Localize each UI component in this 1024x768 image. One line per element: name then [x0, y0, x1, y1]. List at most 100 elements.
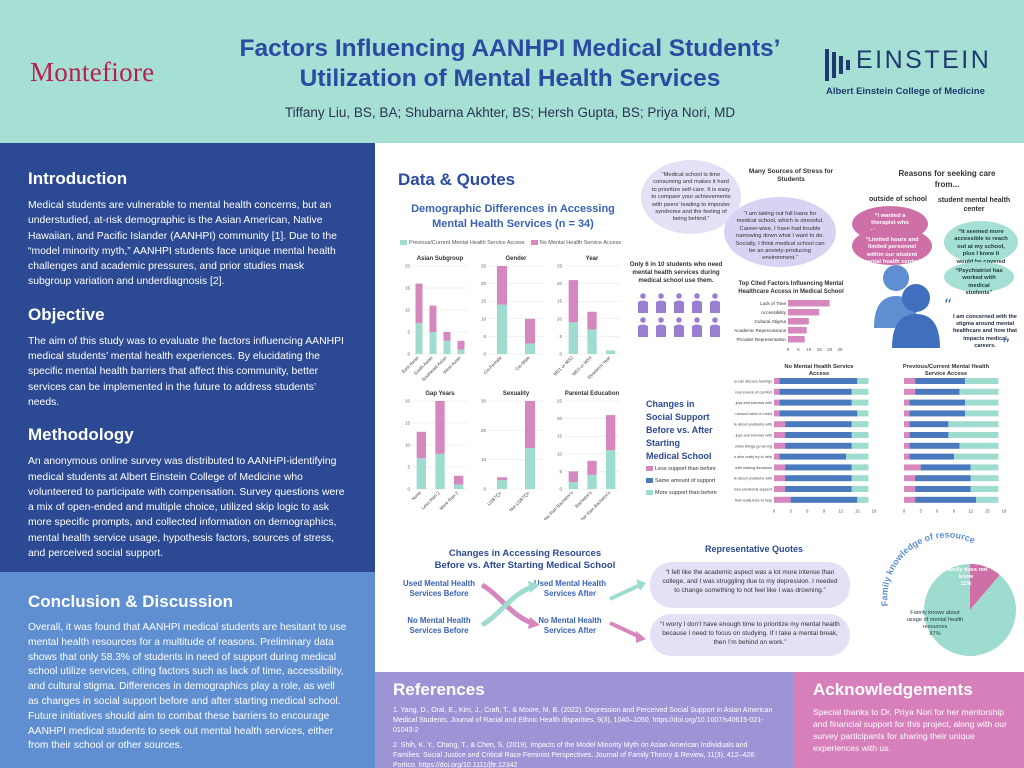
social-support-title: Changes in Social Support Before vs. Aft… — [646, 398, 732, 463]
support-bar-segment — [779, 399, 852, 406]
person-head-icon — [694, 317, 700, 323]
support-bar-segment — [904, 378, 916, 384]
close-quote-icon: ” — [1002, 336, 1010, 348]
flow-no-before: No Mental Health Services Before — [407, 616, 471, 635]
person-body-icon — [638, 324, 648, 337]
mini-chart-title: Sexuality — [503, 391, 530, 397]
pie-slice — [924, 564, 1016, 656]
x-category-label: More than 2 — [439, 490, 460, 511]
support-bar-segment — [785, 432, 852, 438]
svg-text:“: “ — [944, 298, 952, 308]
person-body-icon — [674, 300, 684, 313]
bar-access — [525, 447, 535, 489]
support-category-label: Special person around when in need — [734, 412, 772, 416]
arrow-to-rep-quote-2 — [609, 621, 646, 643]
legend-swatch-same — [646, 478, 653, 484]
support-bar-segment — [851, 486, 869, 492]
reasons-heading: Reasons for seeking care from... — [898, 169, 996, 189]
support-bar-segment — [774, 464, 786, 471]
acknowledgements-panel: Acknowledgements Special thanks to Dr. P… — [793, 672, 1024, 768]
quote-time-text: “Medical school is time consuming and ma… — [651, 172, 731, 223]
support-category-label: Friends to count on when things go wrong — [734, 444, 772, 448]
support-bar-segment — [970, 464, 999, 471]
support-bar-segment — [857, 410, 869, 417]
support-x-tick: 9 — [953, 509, 956, 514]
stacked-prev-title: Previous/Current Mental Health Service A… — [902, 364, 990, 377]
support-category-label: Family to talk about problems with — [734, 477, 772, 481]
bar-no-access — [568, 471, 578, 482]
factor-label: Academic Repercussions — [734, 328, 787, 333]
y-tick-label: 30 — [481, 399, 487, 404]
people-pictogram — [638, 293, 720, 337]
quote-limited-hours: “Limited hours and limited personnel wit… — [852, 227, 932, 265]
legend-less-label: Less support than before — [655, 466, 716, 472]
support-bar-segment — [774, 442, 786, 449]
support-x-tick: 18 — [872, 509, 877, 514]
person-head-icon — [676, 293, 682, 299]
support-bar-segment — [785, 486, 852, 492]
y-tick-label: 10 — [405, 308, 411, 313]
support-bar-segment — [954, 453, 999, 460]
support-bar-segment — [774, 378, 780, 384]
support-x-tick: 0 — [773, 509, 776, 514]
y-tick-label: 5 — [407, 330, 410, 335]
conclusion-heading: Conclusion & Discussion — [28, 592, 233, 611]
y-tick-label: 15 — [405, 286, 411, 291]
flow-title-line2: Before vs. After Starting Medical School — [434, 560, 616, 571]
support-x-tick: 9 — [823, 509, 826, 514]
x-category-label: Cis-Male — [514, 355, 531, 372]
bar-access — [443, 340, 451, 354]
social-title-line3: Before vs. After — [646, 425, 713, 435]
support-bar-segment — [904, 432, 910, 438]
person-body-icon — [656, 300, 666, 313]
support-bar-segment — [851, 442, 869, 449]
support-bar-segment — [774, 432, 786, 438]
donut-no-pct: 11% — [960, 581, 972, 587]
conclusion-panel: Conclusion & Discussion Overall, it was … — [0, 572, 375, 768]
y-tick-label: 15 — [481, 299, 487, 304]
rep-quote-1: “I felt like the academic aspect was a l… — [650, 562, 850, 608]
social-title-line1: Changes in — [646, 399, 695, 409]
support-bar-segment — [970, 486, 999, 492]
demographic-legend: Previous/Current Mental Health Service A… — [400, 240, 621, 246]
flow-no-after: No Mental Health Services After — [538, 616, 602, 635]
person-head-icon — [640, 293, 646, 299]
factor-x-tick: 5 — [797, 347, 800, 352]
quote-psychiatrist-text: “Psychiatrist has worked with medical st… — [955, 268, 1003, 297]
quote-time-consuming: “Medical school is time consuming and ma… — [641, 160, 741, 234]
bar-no-access — [568, 280, 578, 323]
support-x-tick: 12 — [968, 509, 973, 514]
acknowledgements-heading: Acknowledgements — [813, 680, 973, 699]
demographic-chart-title: Demographic Differences in Accessing Men… — [411, 203, 615, 230]
legend-same-label: Same amount of support — [655, 478, 716, 484]
y-tick-label: 0 — [483, 352, 486, 357]
factor-x-tick: 10 — [806, 347, 812, 352]
flow-title: Changes in Accessing Resources Before vs… — [410, 548, 640, 572]
x-category-label: LGBTQ+ — [486, 490, 503, 507]
bar-access — [587, 329, 597, 354]
person-head-icon — [658, 317, 664, 323]
y-tick-label: 20 — [405, 264, 411, 269]
support-bar-segment — [909, 442, 960, 449]
y-tick-label: 25 — [481, 264, 487, 269]
stacked-no-title: No Mental Health Service Access — [784, 364, 854, 377]
factor-bar — [788, 300, 830, 307]
support-category-label: Special person who is a real source of c… — [734, 390, 773, 394]
quote-accessible: “It seemed more accessible to reach out … — [944, 221, 1018, 272]
bar-access — [457, 349, 465, 354]
support-bar-segment — [851, 475, 869, 482]
person-body-icon — [674, 324, 684, 337]
legend-swatch-noaccess — [530, 240, 538, 246]
data-quotes-heading: Data & Quotes — [398, 170, 516, 189]
factor-bar — [788, 327, 807, 334]
y-tick-label: 15 — [405, 421, 411, 426]
bar-access — [416, 458, 426, 489]
support-x-tick: 6 — [936, 509, 939, 514]
y-tick-label: 25 — [557, 399, 563, 404]
montefiore-logo: Montefiore — [30, 57, 155, 87]
mini-chart-title: Gender — [505, 256, 527, 262]
objective-text: The aim of this study was to evaluate th… — [28, 335, 344, 408]
donut-no-label: Family does not know 11% — [944, 567, 988, 588]
reference-2: 2. Shih, K. Y., Chang, T., & Chen, S. (2… — [393, 742, 757, 768]
